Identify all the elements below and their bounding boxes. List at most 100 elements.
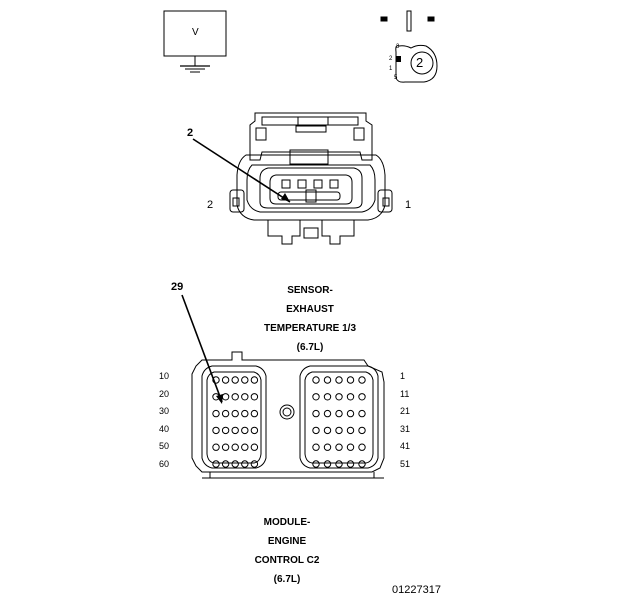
ecm-connector-drawing xyxy=(191,351,385,479)
ecm-pin-cavity xyxy=(212,409,220,418)
figure-id: 01227317 xyxy=(392,584,441,596)
ecm-callout-arrowhead xyxy=(216,394,223,404)
ecm-left-row-20: 20 xyxy=(159,388,170,399)
sensor-pin-left-label: 2 xyxy=(207,199,214,211)
ecm-right-row-41: 41 xyxy=(400,441,411,452)
ecm-pin-cavity xyxy=(323,393,332,401)
ecm-right-row-21: 21 xyxy=(400,406,411,417)
ecm-pin-cavity xyxy=(323,460,332,468)
ecm-pin-cavity xyxy=(241,409,249,418)
ecm-pin-cavity xyxy=(250,409,259,418)
sensor-title-line-1: SENSOR- xyxy=(287,285,333,296)
ecm-pin-cavity xyxy=(231,393,239,401)
ecm-left-row-10: 10 xyxy=(159,371,170,381)
ecm-pin-cavity xyxy=(231,460,239,468)
ecm-pin-cavity xyxy=(212,460,220,468)
ecm-pin-cavity xyxy=(335,460,343,468)
ecm-pin-cavity xyxy=(212,426,220,435)
ecm-pin-cavity xyxy=(221,443,230,451)
ecm-pin-cavity xyxy=(241,460,249,468)
ecm-pin-cavity xyxy=(358,393,366,401)
ecm-pin-cavity xyxy=(221,409,230,418)
legend-box-symbol xyxy=(163,10,227,73)
ecm-right-row-51: 51 xyxy=(400,458,411,469)
sensor-callout-label: 2 xyxy=(187,127,194,139)
small-pin-2: 2 xyxy=(389,56,393,62)
ecm-pin-cavity xyxy=(335,426,343,435)
ecm-pin-cavity xyxy=(346,443,355,451)
sensor-callout-leader xyxy=(192,138,291,203)
sensor-connector-drawing xyxy=(229,112,393,245)
ecm-pin-cavity xyxy=(231,409,239,418)
small-pin-5: 5 xyxy=(394,75,398,81)
ecm-pin-cavity xyxy=(221,460,230,468)
ecm-pin-cavity xyxy=(212,376,220,384)
ecm-pin-cavity xyxy=(358,426,366,435)
ecm-pin-cavity xyxy=(241,393,249,401)
connector-view-icon xyxy=(380,10,438,83)
ecm-pin-cavity xyxy=(250,376,259,384)
ecm-left-row-50: 50 xyxy=(159,441,170,452)
ecm-title-line-1: MODULE- xyxy=(263,517,311,528)
ecm-pin-cavity xyxy=(241,376,249,384)
ecm-pin-cavity xyxy=(335,409,343,418)
ecm-title-line-4: (6.7L) xyxy=(273,574,301,585)
ecm-left-row-40: 40 xyxy=(159,423,170,434)
sensor-connector-title: SENSOR- EXHAUST TEMPERATURE 1/3 (6.7L) xyxy=(240,281,380,357)
ecm-left-row-30: 30 xyxy=(159,406,170,417)
ecm-pin-cavity xyxy=(221,393,230,401)
ecm-pin-cavity xyxy=(346,376,355,384)
small-pin-1: 1 xyxy=(389,66,393,72)
ecm-pin-cavity xyxy=(250,393,259,401)
ecm-left-row-60: 60 xyxy=(159,458,170,469)
ecm-right-pin-field xyxy=(312,376,366,468)
ecm-pin-cavity xyxy=(221,426,230,435)
ecm-pin-cavity xyxy=(250,460,259,468)
ecm-pin-cavity xyxy=(221,376,230,384)
ecm-connector-title: MODULE- ENGINE CONTROL C2 (6.7L) xyxy=(217,513,357,589)
sensor-title-line-4: (6.7L) xyxy=(296,342,324,353)
ecm-pin-cavity xyxy=(250,426,259,435)
ecm-pin-cavity xyxy=(358,443,366,451)
view-number-label: 2 xyxy=(416,55,424,70)
ecm-pin-cavity xyxy=(346,426,355,435)
ecm-right-row-1: 1 xyxy=(400,371,406,381)
ecm-pin-cavity xyxy=(312,443,320,451)
ecm-pin-cavity xyxy=(312,426,320,435)
legend-box-symbol-label: V xyxy=(192,27,199,38)
ecm-right-row-11: 11 xyxy=(400,388,410,399)
ecm-pin-cavity xyxy=(335,443,343,451)
sensor-callout-arrowhead xyxy=(281,193,290,202)
ecm-pin-cavity xyxy=(358,460,366,468)
ecm-pin-cavity xyxy=(358,376,366,384)
ecm-pin-cavity xyxy=(358,409,366,418)
ecm-pin-cavity xyxy=(312,376,320,384)
ecm-pin-cavity xyxy=(346,393,355,401)
ecm-pin-cavity xyxy=(335,376,343,384)
ecm-left-pin-field xyxy=(212,376,259,468)
ecm-right-row-31: 31 xyxy=(400,423,411,434)
small-pin-3: 3 xyxy=(396,44,400,50)
ecm-pin-cavity xyxy=(241,443,249,451)
ecm-pin-cavity xyxy=(312,460,320,468)
ecm-title-line-3: CONTROL C2 xyxy=(254,555,320,566)
ecm-callout-leader xyxy=(181,294,223,403)
ecm-right-row-labels: 1 11 21 31 41 51 xyxy=(400,368,420,474)
ecm-pin-cavity xyxy=(231,443,239,451)
ecm-pin-cavity xyxy=(212,443,220,451)
sensor-pin-right-label: 1 xyxy=(405,199,412,211)
ecm-left-row-labels: 10 20 30 40 50 60 xyxy=(159,368,179,474)
ecm-pin-cavity xyxy=(323,426,332,435)
ecm-pin-cavity xyxy=(323,443,332,451)
ecm-pin-cavity xyxy=(335,393,343,401)
ecm-pin-cavity xyxy=(231,426,239,435)
sensor-title-line-3: TEMPERATURE 1/3 xyxy=(263,323,357,334)
ecm-pin-cavity xyxy=(241,426,249,435)
ecm-callout-label: 29 xyxy=(171,281,184,293)
sensor-title-line-2: EXHAUST xyxy=(286,304,334,315)
ecm-pin-cavity xyxy=(250,443,259,451)
ecm-pin-cavity xyxy=(312,393,320,401)
ecm-pin-cavity xyxy=(312,409,320,418)
ecm-pin-cavity xyxy=(323,409,332,418)
ecm-pin-cavity xyxy=(231,376,239,384)
